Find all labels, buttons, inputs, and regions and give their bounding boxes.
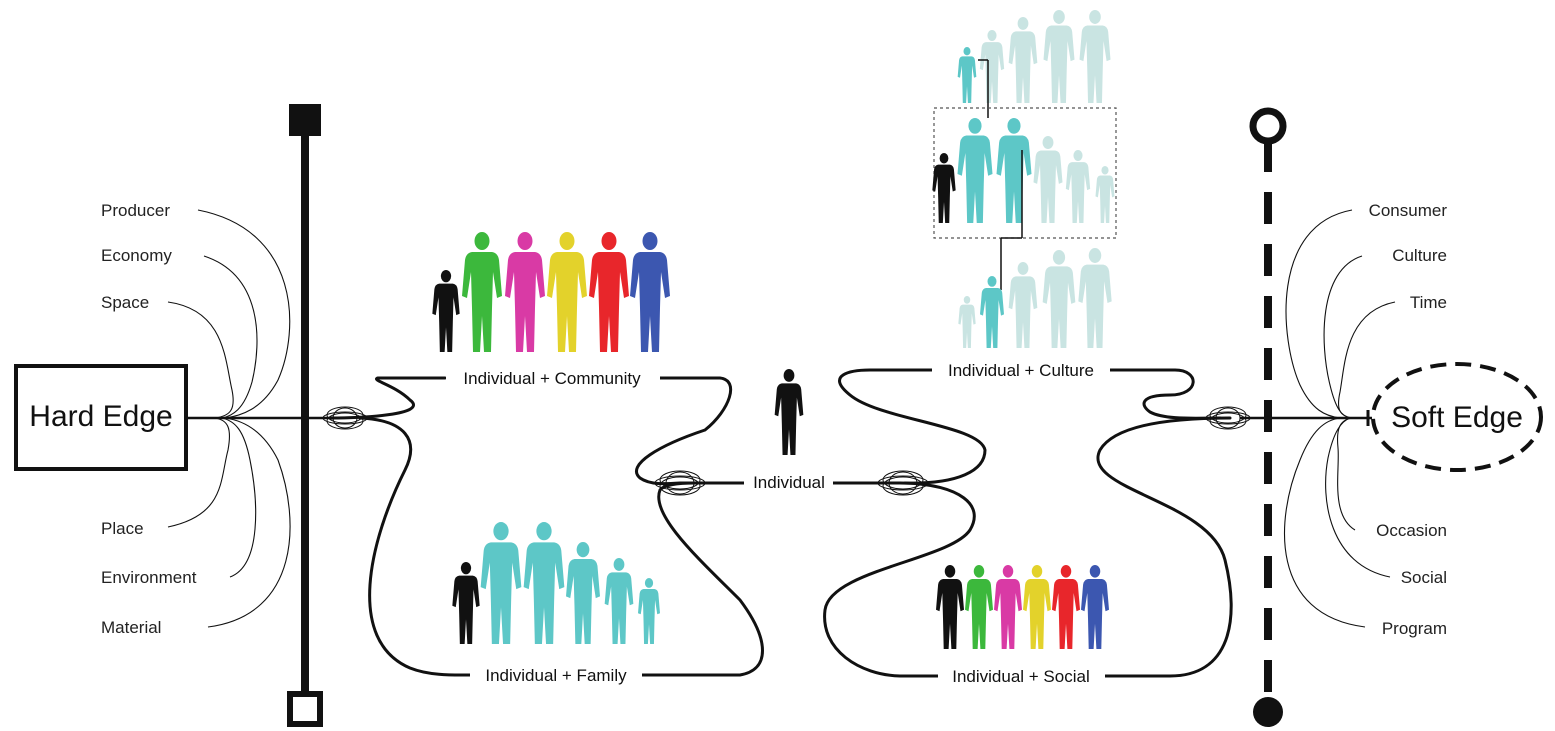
hard-edge-attributes: Producer Economy Space Place Environment… bbox=[101, 201, 197, 637]
label-family: Individual + Family bbox=[485, 666, 627, 685]
square-filled-icon bbox=[289, 104, 321, 136]
person-icon bbox=[1065, 150, 1091, 223]
square-outline-icon bbox=[287, 691, 323, 727]
individual-person-icon bbox=[774, 369, 804, 455]
soft-edge-fibers bbox=[1283, 209, 1396, 628]
attr-environment: Environment bbox=[101, 568, 197, 587]
attr-space: Space bbox=[101, 293, 149, 312]
attr-social: Social bbox=[1401, 568, 1447, 587]
person-icon bbox=[932, 153, 956, 223]
person-icon bbox=[1008, 17, 1038, 103]
knots bbox=[322, 406, 1251, 496]
hard-edge-box: Hard Edge bbox=[14, 364, 188, 471]
person-icon bbox=[1043, 10, 1075, 103]
culture-group bbox=[932, 10, 1117, 348]
attr-material: Material bbox=[101, 618, 161, 637]
person-icon bbox=[1078, 248, 1112, 348]
community-group bbox=[432, 232, 670, 352]
family-group bbox=[452, 522, 660, 644]
soft-edge-label: Soft Edge bbox=[1391, 401, 1523, 434]
person-icon bbox=[994, 565, 1022, 649]
attr-producer: Producer bbox=[101, 201, 170, 220]
person-icon bbox=[996, 118, 1032, 223]
label-culture: Individual + Culture bbox=[948, 361, 1094, 380]
attr-culture: Culture bbox=[1392, 246, 1447, 265]
label-social: Individual + Social bbox=[952, 667, 1090, 686]
person-icon bbox=[957, 47, 977, 103]
circle-filled-icon bbox=[1253, 697, 1283, 727]
attr-place: Place bbox=[101, 519, 144, 538]
circle-outline-icon bbox=[1249, 107, 1287, 145]
person-icon bbox=[432, 270, 460, 352]
label-individual: Individual bbox=[753, 473, 825, 492]
link-labels: Individual + Community Individual + Fami… bbox=[446, 358, 1110, 688]
person-icon bbox=[1081, 565, 1109, 649]
person-icon bbox=[505, 232, 545, 352]
person-icon bbox=[638, 578, 660, 644]
attr-consumer: Consumer bbox=[1369, 201, 1448, 220]
label-community: Individual + Community bbox=[463, 369, 641, 388]
attr-economy: Economy bbox=[101, 246, 172, 265]
person-icon bbox=[604, 558, 634, 644]
soft-edge-ellipse: Soft Edge bbox=[1371, 362, 1543, 472]
attr-occasion: Occasion bbox=[1376, 521, 1447, 540]
person-icon bbox=[462, 232, 502, 352]
hard-edge-label: Hard Edge bbox=[29, 400, 172, 433]
person-icon bbox=[1052, 565, 1080, 649]
soft-edge-attributes: Consumer Culture Time Occasion Social Pr… bbox=[1369, 201, 1448, 638]
person-icon bbox=[958, 296, 976, 348]
person-icon bbox=[1008, 262, 1038, 348]
person-icon bbox=[1042, 250, 1076, 348]
person-icon bbox=[1033, 136, 1063, 223]
person-icon bbox=[566, 542, 600, 644]
person-icon bbox=[936, 565, 964, 649]
person-icon bbox=[1023, 565, 1051, 649]
hard-edge-fibers bbox=[167, 209, 291, 628]
person-icon bbox=[1079, 10, 1111, 103]
hard-edge-axis bbox=[287, 104, 323, 727]
cables bbox=[328, 368, 1233, 678]
attr-program: Program bbox=[1382, 619, 1447, 638]
person-icon bbox=[523, 522, 565, 644]
person-icon bbox=[589, 232, 629, 352]
person-icon bbox=[452, 562, 480, 644]
person-icon bbox=[547, 232, 587, 352]
person-icon bbox=[630, 232, 670, 352]
attr-time: Time bbox=[1410, 293, 1447, 312]
soft-edge-axis bbox=[1249, 107, 1287, 727]
person-icon bbox=[957, 118, 993, 223]
social-group bbox=[936, 565, 1109, 649]
person-icon bbox=[1095, 166, 1115, 223]
person-icon bbox=[480, 522, 522, 644]
person-icon bbox=[965, 565, 993, 649]
person-icon bbox=[979, 30, 1005, 103]
